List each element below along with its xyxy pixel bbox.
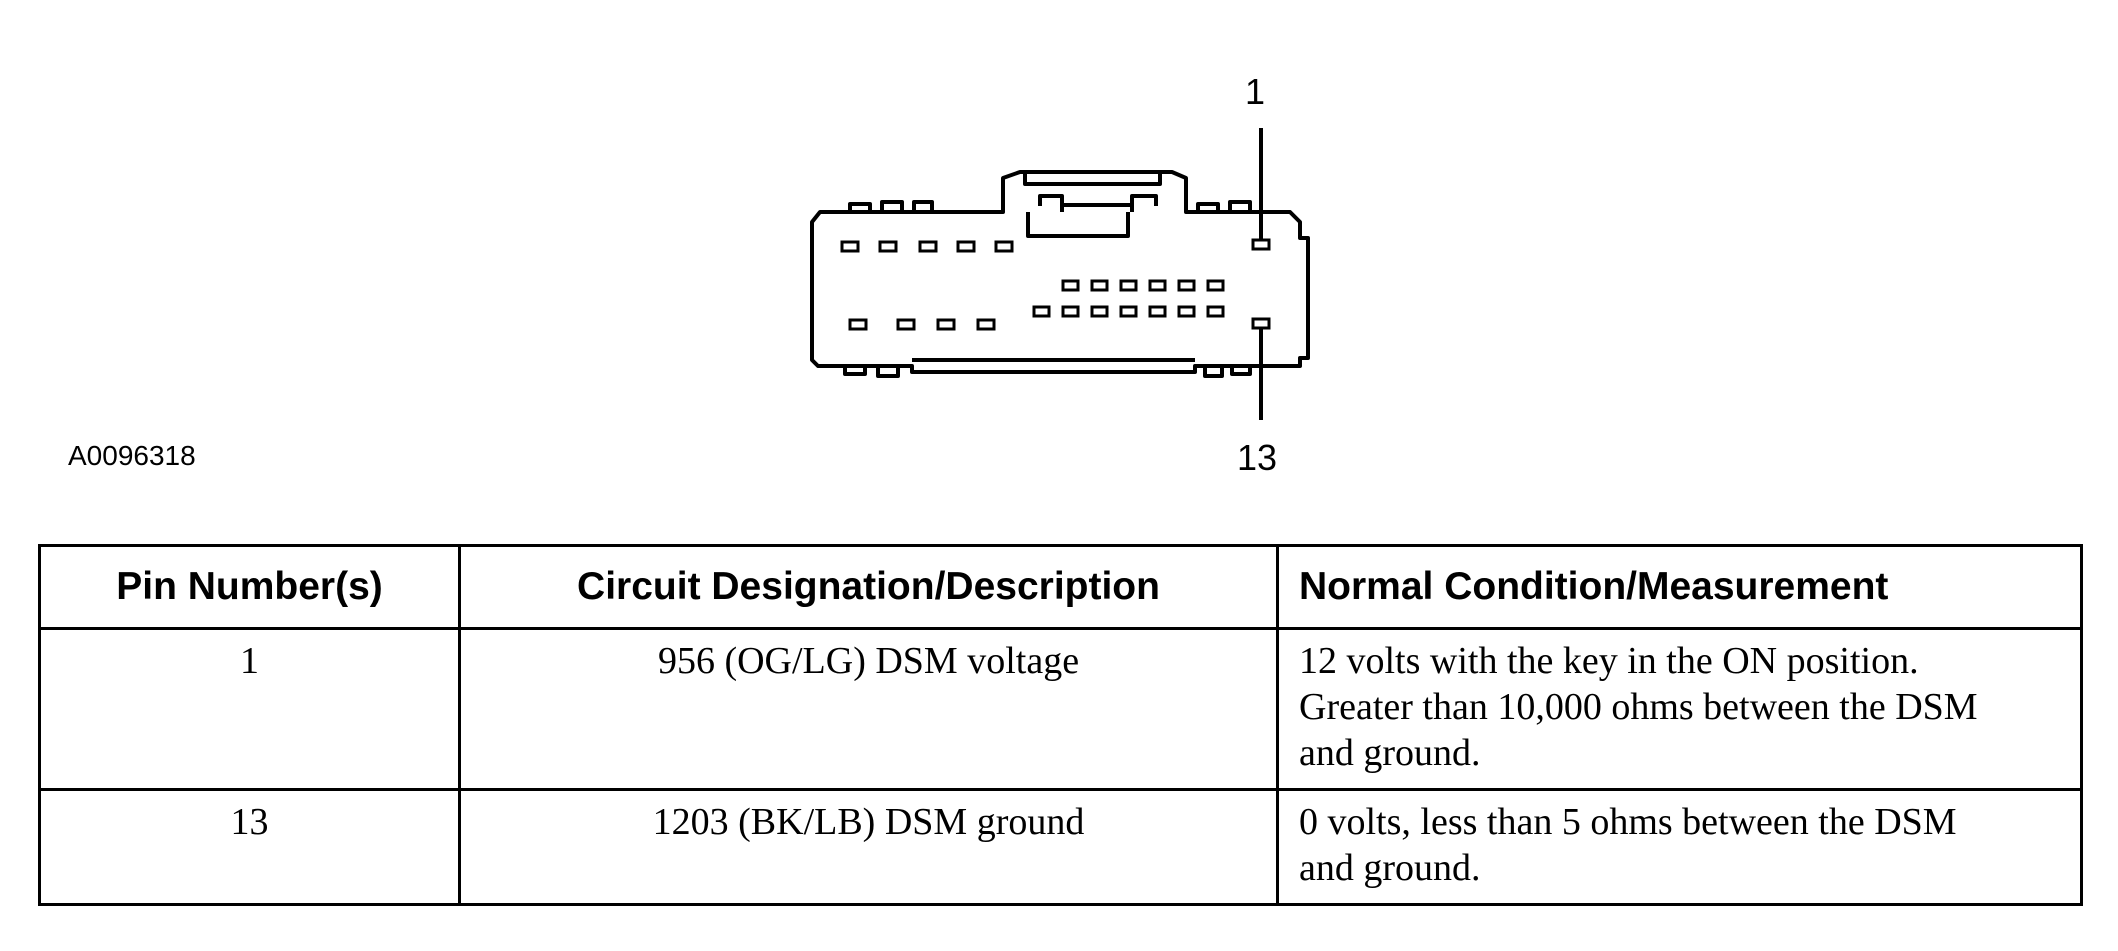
pinout-table: Pin Number(s) Circuit Designation/Descri… [38, 544, 2083, 906]
condition-line: and ground. [1299, 732, 1481, 774]
condition-cell: 0 volts, less than 5 ohms between the DS… [1276, 788, 2083, 906]
figure-id: A0096318 [68, 440, 196, 471]
callout-pin-13: 13 [1237, 437, 1278, 478]
table-row: 13 1203 (BK/LB) DSM ground 0 volts, less… [38, 788, 2083, 906]
circuit-cell: 1203 (BK/LB) DSM ground [458, 788, 1279, 906]
circuit-cell: 956 (OG/LG) DSM voltage [458, 627, 1279, 791]
condition-line: 12 volts with the key in the ON position… [1299, 640, 1919, 682]
table-row: 1 956 (OG/LG) DSM voltage 12 volts with … [38, 627, 2083, 791]
connector-drawing [810, 128, 1310, 420]
callout-pin-1: 1 [1245, 71, 1266, 112]
connector-figure: 1 13 A0096318 [68, 71, 1310, 478]
pin-13-cavity [1251, 317, 1271, 330]
pin-cell: 1 [38, 627, 461, 791]
pin-cell: 13 [38, 788, 461, 906]
header-condition: Normal Condition/Measurement [1276, 544, 2083, 630]
condition-line: and ground. [1299, 847, 1481, 889]
condition-line: 0 volts, less than 5 ohms between the DS… [1299, 801, 1957, 843]
latch [1023, 172, 1162, 186]
pin-cavities [840, 238, 1271, 331]
pin-1-cavity [1251, 238, 1271, 251]
header-pin-number: Pin Number(s) [38, 544, 461, 630]
table-header-row: Pin Number(s) Circuit Designation/Descri… [38, 544, 2083, 630]
condition-cell: 12 volts with the key in the ON position… [1276, 627, 2083, 791]
header-circuit: Circuit Designation/Description [458, 544, 1279, 630]
condition-line: Greater than 10,000 ohms between the DSM [1299, 686, 1978, 728]
